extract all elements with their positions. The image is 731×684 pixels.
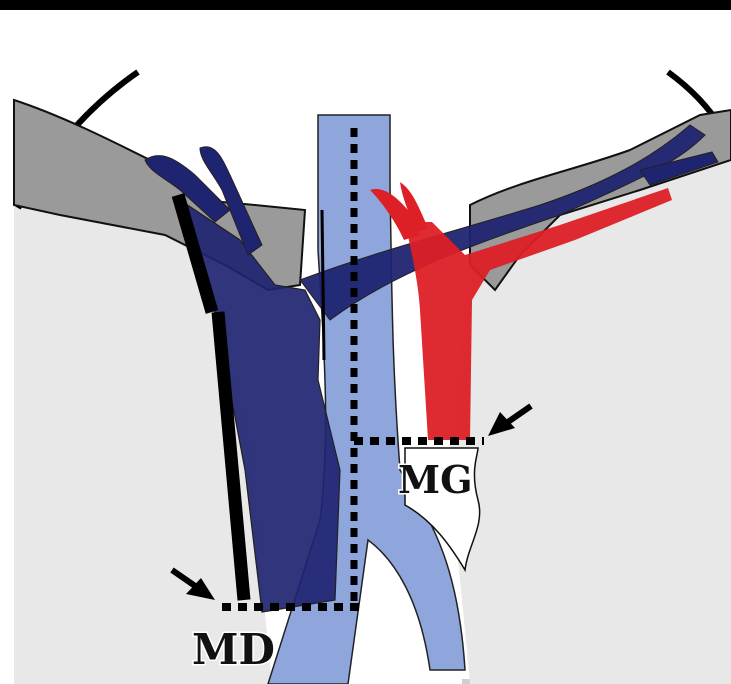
thin-vertical-line (322, 210, 324, 360)
mg-label: MG (398, 457, 473, 502)
md-label: MD (192, 625, 275, 674)
